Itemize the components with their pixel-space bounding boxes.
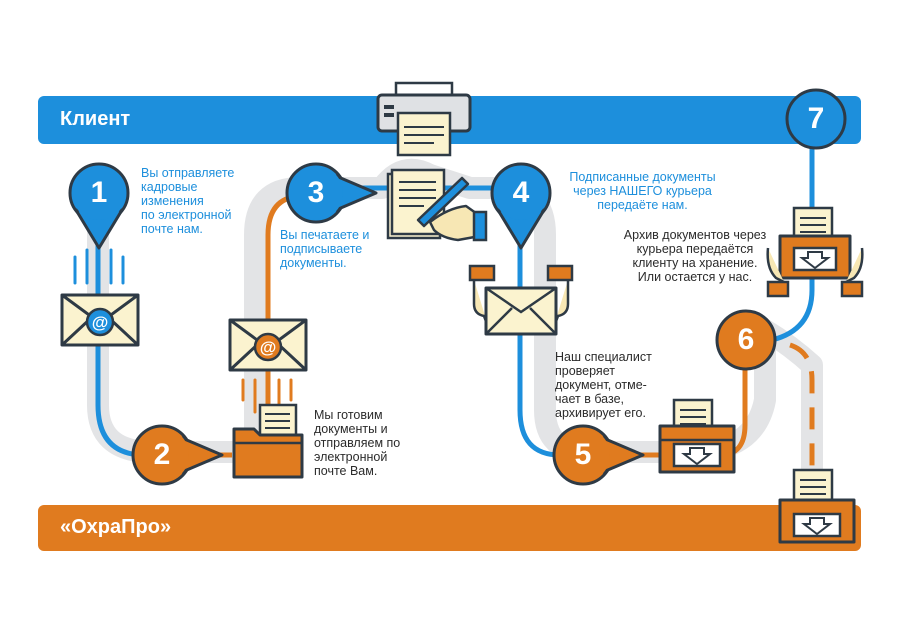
svg-text:@: @ xyxy=(92,313,109,332)
hand-envelope-icon xyxy=(468,264,574,336)
hands-archive-icon xyxy=(766,206,864,298)
step-number-4: 4 xyxy=(512,176,530,209)
folder-icon xyxy=(232,403,304,479)
flow-line-4 xyxy=(517,225,561,458)
step-marker-4 xyxy=(490,162,552,250)
svg-text:@: @ xyxy=(260,338,277,357)
printer-icon xyxy=(376,81,472,157)
step-number-3: 3 xyxy=(307,176,325,209)
step-marker-3 xyxy=(285,162,378,224)
archive-box-icon xyxy=(658,398,736,474)
step-7-description: Архив документов через курьера передаётс… xyxy=(623,228,767,284)
step-1-description: Вы отправляете кадровые изменения по эле… xyxy=(141,166,235,236)
step-marker-2 xyxy=(131,424,224,486)
step-marker-5 xyxy=(552,424,645,486)
step-number-7: 7 xyxy=(807,102,825,135)
step-number-1: 1 xyxy=(90,176,108,209)
step-marker-7 xyxy=(785,88,847,150)
step-marker-6 xyxy=(715,309,777,371)
step-marker-1 xyxy=(68,162,130,250)
archive-box-icon xyxy=(778,468,856,544)
step-4-description: Подписанные документы через НАШЕГО курье… xyxy=(569,170,716,212)
flow-line-6-dashed xyxy=(789,342,815,505)
step-5-description: Наш специалист проверяет документ, отме-… xyxy=(555,350,652,420)
company-band-title: «ОхраПро» xyxy=(60,516,172,538)
step-number-5: 5 xyxy=(574,438,592,471)
email-icon: @ xyxy=(60,248,140,347)
step-number-2: 2 xyxy=(153,438,171,471)
client-band-title: Клиент xyxy=(60,108,131,130)
flow-line-6-7 xyxy=(771,148,815,343)
document-sign-icon xyxy=(386,168,488,242)
company-band xyxy=(38,505,861,551)
step-2-description: Мы готовим документы и отправляем по эле… xyxy=(314,408,401,478)
step-number-6: 6 xyxy=(737,323,755,356)
step-3-description: Вы печатаете и подписываете документы. xyxy=(280,228,370,270)
flow-line-1 xyxy=(95,235,141,458)
